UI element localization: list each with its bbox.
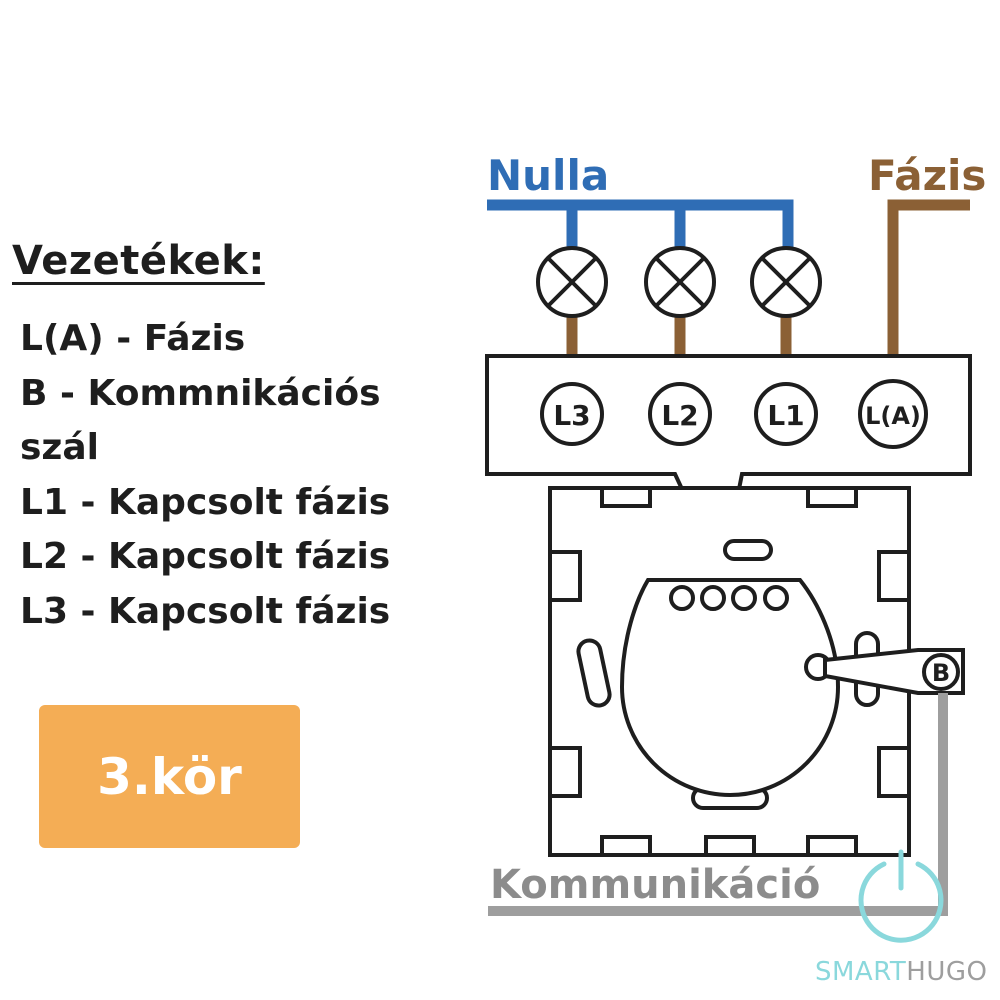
legend-item-l1: L1 - Kapcsolt fázis xyxy=(20,481,391,523)
legend-item-b-cont: szál xyxy=(20,427,100,468)
legend-list: L(A) - Fázis B - Kommnikációs szál L1 - … xyxy=(20,312,440,639)
legend-item-l3: L3 - Kapcsolt fázis xyxy=(20,590,391,632)
terminal-l3-label: L3 xyxy=(553,399,590,432)
power-logo-icon xyxy=(858,849,944,943)
brand-part-hugo: HUGO xyxy=(906,957,988,987)
lamp-2 xyxy=(644,246,716,318)
b-terminal: B xyxy=(823,648,965,695)
communication-wire xyxy=(488,693,948,916)
communication-label: Kommunikáció xyxy=(490,862,820,908)
lamp-1 xyxy=(536,246,608,318)
lamp-3 xyxy=(750,246,822,318)
legend-title: Vezetékek: xyxy=(12,238,265,284)
neutral-wire xyxy=(487,199,794,250)
brand-part-smart: SMART xyxy=(815,957,907,987)
circuit-count-badge: 3.kör xyxy=(39,705,300,848)
legend-item-la: L(A) - Fázis xyxy=(20,318,246,359)
terminal-l2: L2 xyxy=(648,382,712,446)
legend-item-l2: L2 - Kapcsolt fázis xyxy=(20,536,391,577)
terminal-la-label: L(A) xyxy=(865,402,921,430)
switch-module xyxy=(548,486,911,857)
b-terminal-label: B xyxy=(932,659,950,687)
brand-logo: SMARTHUGO xyxy=(815,957,987,987)
neutral-label: Nulla xyxy=(487,151,609,200)
terminal-l1: L1 xyxy=(754,382,818,446)
phase-label: Fázis xyxy=(868,151,986,200)
terminal-la: L(A) xyxy=(858,379,928,449)
circuit-count-label: 3.kör xyxy=(97,747,242,806)
terminal-l1-label: L1 xyxy=(767,399,804,432)
legend-item-b: B - Kommnikációs xyxy=(20,372,381,414)
terminal-l3: L3 xyxy=(540,382,604,446)
terminal-l2-label: L2 xyxy=(661,399,698,432)
